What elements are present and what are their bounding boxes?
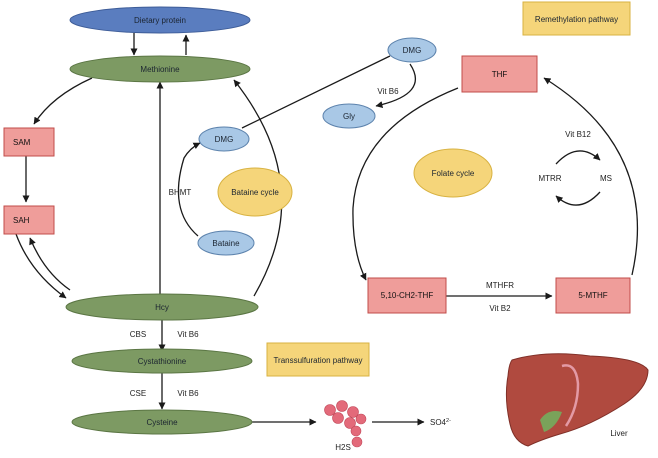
cse-label: CSE — [130, 389, 146, 398]
cbs-label: CBS — [130, 330, 146, 339]
ch2-thf-label: 5,10-CH2-THF — [381, 291, 434, 300]
so4-charge: 2- — [446, 418, 451, 424]
ms-label: MS — [600, 174, 612, 183]
hcy-label: Hcy — [155, 303, 169, 312]
remethylation-pathway-box: Remethylation pathway — [522, 1, 631, 36]
vit-b12-label: Vit B12 — [565, 130, 591, 139]
transsulfuration-pathway-box: Transsulfuration pathway — [266, 342, 370, 377]
sam-label: SAM — [13, 138, 31, 147]
sah-node: SAH — [3, 205, 55, 235]
dmg-right-node: DMG — [387, 37, 437, 63]
cysteine-label: Cysteine — [146, 418, 178, 427]
hcy-node: Hcy — [65, 293, 259, 321]
methionine-node: Methionine — [69, 55, 251, 83]
arrows — [15, 33, 639, 426]
bataine-cycle-node: Bataine cycle — [217, 167, 293, 217]
vit-b6-gly-label: Vit B6 — [377, 87, 399, 96]
dmg-left-label: DMG — [215, 135, 234, 144]
cystathionine-node: Cystathionine — [71, 348, 253, 374]
vit-b2-label: Vit B2 — [489, 304, 511, 313]
methionine-label: Methionine — [140, 65, 180, 74]
cysteine-node: Cysteine — [71, 409, 253, 435]
so4-label: SO42- — [430, 418, 451, 427]
arrow-mthf-to-thf — [543, 77, 639, 276]
cystathionine-label: Cystathionine — [138, 357, 187, 366]
gly-label: Gly — [343, 112, 355, 121]
mtrr-label: MTRR — [538, 174, 561, 183]
bhmt-label: BHMT — [169, 188, 192, 197]
bataine-label: Bataine — [212, 239, 240, 248]
arrow-hcy-to-sah — [29, 237, 71, 291]
line-dmg-to-dmg — [241, 55, 391, 129]
liver-label: Liver — [610, 429, 628, 438]
transsulfuration-pathway-label: Transsulfuration pathway — [273, 356, 362, 365]
arrow-mtrr-to-ms — [555, 150, 601, 165]
h2s-molecule-icon — [324, 400, 367, 448]
dietary-protein-node: Dietary protein — [69, 6, 251, 34]
arrow-methionine-to-sam — [33, 77, 93, 125]
arrow-dmg-to-gly — [375, 63, 416, 109]
arrow-sah-to-hcy — [15, 233, 67, 299]
gly-node: Gly — [322, 103, 376, 129]
thf-node: THF — [461, 55, 538, 93]
liver-icon — [505, 353, 649, 447]
arrow-ms-to-mtrr — [555, 191, 601, 206]
sam-node: SAM — [3, 127, 55, 157]
ch2-thf-node: 5,10-CH2-THF — [367, 277, 447, 314]
folate-cycle-node: Folate cycle — [413, 148, 493, 198]
dmg-right-label: DMG — [403, 46, 422, 55]
folate-cycle-label: Folate cycle — [432, 169, 475, 178]
bataine-cycle-label: Bataine cycle — [231, 188, 279, 197]
mthf-label: 5-MTHF — [578, 291, 607, 300]
h2s-label: H2S — [335, 443, 351, 452]
dietary-protein-label: Dietary protein — [134, 16, 186, 25]
sah-label: SAH — [13, 216, 30, 225]
vit-b6-cbs-label: Vit B6 — [177, 330, 199, 339]
vit-b6-cse-label: Vit B6 — [177, 389, 199, 398]
thf-label: THF — [492, 70, 508, 79]
mthfr-label: MTHFR — [486, 281, 514, 290]
remethylation-pathway-label: Remethylation pathway — [535, 15, 618, 24]
arrow-thf-to-ch2thf — [352, 87, 459, 281]
mthf-node: 5-MTHF — [555, 277, 631, 314]
bataine-node: Bataine — [197, 230, 255, 256]
dmg-left-node: DMG — [198, 126, 250, 152]
arrow-bataine-to-dmg — [177, 142, 201, 237]
